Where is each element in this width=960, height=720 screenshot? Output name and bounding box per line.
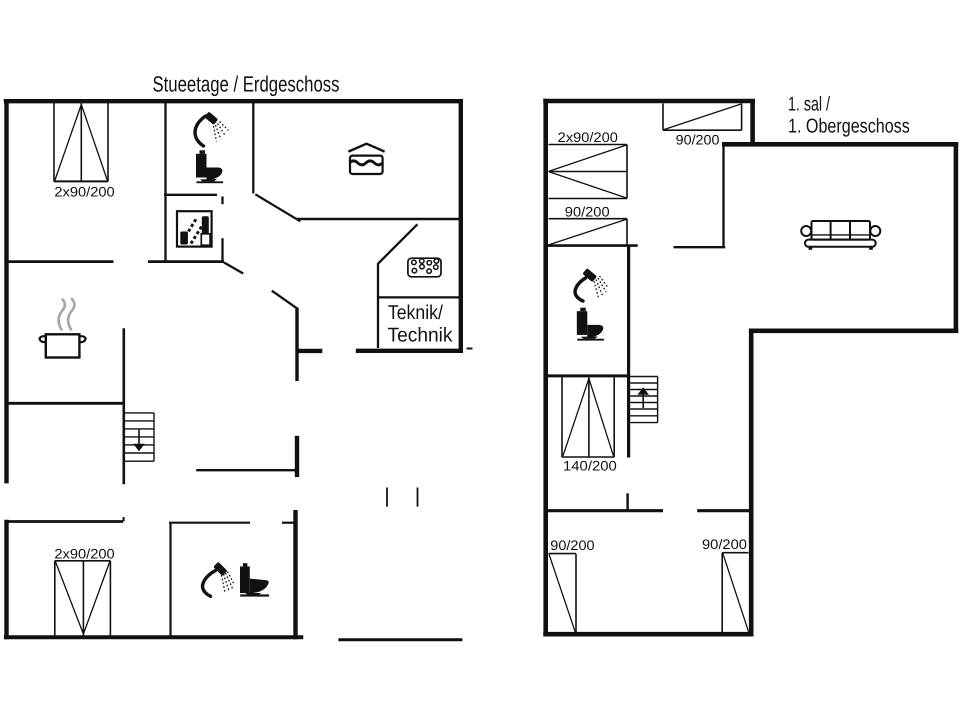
- svg-text:90/200: 90/200: [565, 204, 610, 219]
- svg-text:Stueetage / Erdgeschoss: Stueetage / Erdgeschoss: [153, 71, 340, 96]
- svg-text:90/200: 90/200: [702, 537, 747, 552]
- svg-text:140/200: 140/200: [563, 459, 617, 474]
- svg-text:Teknik/: Teknik/: [388, 302, 443, 324]
- svg-text:2x90/200: 2x90/200: [558, 130, 619, 145]
- svg-text:90/200: 90/200: [550, 538, 595, 553]
- svg-text:Technik: Technik: [388, 324, 454, 346]
- svg-text:1. Obergeschoss: 1. Obergeschoss: [788, 115, 910, 137]
- svg-text:2x90/200: 2x90/200: [54, 184, 115, 199]
- svg-text:90/200: 90/200: [676, 132, 720, 147]
- svg-text:2x90/200: 2x90/200: [54, 547, 115, 562]
- svg-text:1. sal /: 1. sal /: [788, 93, 830, 115]
